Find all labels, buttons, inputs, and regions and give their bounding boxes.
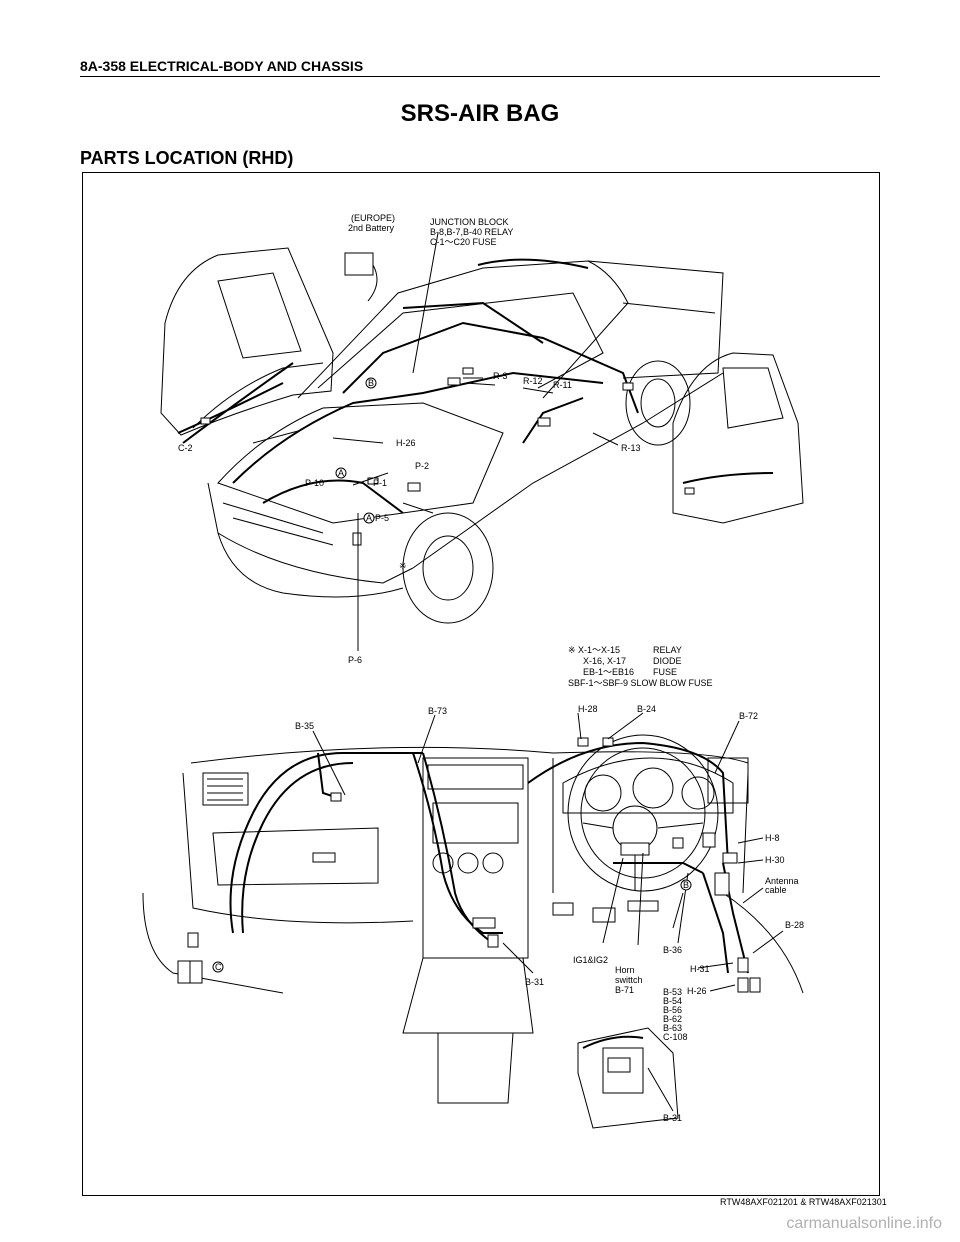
label-jb-fuse: C-1～C20 FUSE	[430, 237, 497, 247]
label-r13: R-13	[621, 443, 641, 453]
label-b24: B-24	[637, 704, 656, 714]
label-b56: B-56	[663, 1005, 682, 1015]
mark-a-1: A	[338, 468, 344, 478]
label-ig: IG1&IG2	[573, 955, 608, 965]
label-b53: B-53	[663, 987, 682, 997]
label-jb-relay: B-8,B-7,B-40 RELAY	[430, 227, 513, 237]
legend-slow-blow-fuse: SBF-1～SBF-9 SLOW BLOW FUSE	[568, 678, 713, 688]
label-b63: B-63	[663, 1023, 682, 1033]
label-b73: B-73	[428, 706, 447, 716]
legend-fuse-range: EB-1～EB16	[583, 667, 634, 677]
label-h28: H-28	[578, 704, 598, 714]
label-b54: B-54	[663, 996, 682, 1006]
wiring-diagram: (EUROPE) 2nd Battery JUNCTION BLOCK B-8,…	[142, 213, 804, 1129]
mark-b: B	[368, 378, 374, 388]
mark-b-2: B	[683, 880, 689, 890]
dashboard-illustration	[142, 712, 804, 1129]
label-junction-block: JUNCTION BLOCK	[430, 217, 509, 227]
parts-location-figure: (EUROPE) 2nd Battery JUNCTION BLOCK B-8,…	[82, 172, 880, 1196]
label-antenna-cable: cable	[765, 885, 787, 895]
label-p5: P-5	[375, 513, 389, 523]
label-r12: R-12	[523, 376, 543, 386]
header-rule	[80, 76, 880, 77]
label-r11: R-11	[553, 380, 572, 390]
label-horn-switch: swittch	[615, 975, 643, 985]
label-h8: H-8	[765, 833, 780, 843]
label-h26-b: H-26	[687, 986, 707, 996]
label-horn: Horn	[615, 965, 635, 975]
section-subtitle: PARTS LOCATION (RHD)	[80, 148, 294, 168]
relay-legend: ※ X-1～X-15 RELAY X-16, X-17 DIODE EB-1～E…	[568, 645, 713, 688]
label-b35: B-35	[295, 721, 314, 731]
label-p2: P-2	[415, 461, 429, 471]
ref-mark: ※	[399, 561, 407, 571]
label-b31-b: B-31	[663, 1113, 682, 1123]
legend-relay: RELAY	[653, 645, 682, 655]
label-b31-a: B-31	[525, 977, 544, 987]
label-b62: B-62	[663, 1014, 682, 1024]
label-p10: P-10	[305, 478, 324, 488]
legend-fuse: FUSE	[653, 667, 677, 677]
mark-c: C	[215, 962, 222, 972]
label-h30: H-30	[765, 855, 785, 865]
vehicle-illustration	[160, 232, 804, 651]
page-title: SRS-AIR BAG	[400, 100, 560, 127]
legend-diode-range: X-16, X-17	[583, 656, 626, 666]
label-2nd-battery: 2nd Battery	[348, 223, 395, 233]
figure-code: RTW48AXF021201 & RTW48AXF021301	[720, 1197, 887, 1207]
label-b36: B-36	[663, 945, 682, 955]
label-c108: C-108	[663, 1032, 688, 1042]
label-c2: C-2	[178, 443, 193, 453]
label-europe: (EUROPE)	[351, 213, 395, 223]
watermark[interactable]: carmanualsonline.info	[786, 1215, 942, 1232]
page-header: 8A-358 ELECTRICAL-BODY AND CHASSIS	[80, 58, 364, 74]
legend-relay-range: ※ X-1～X-15	[568, 645, 620, 655]
legend-diode: DIODE	[653, 656, 682, 666]
label-p6: P-6	[348, 655, 362, 665]
mark-a-2: A	[366, 513, 372, 523]
label-h31: H-31	[690, 964, 710, 974]
label-h26: H-26	[396, 438, 416, 448]
label-antenna: Antenna	[765, 876, 799, 886]
label-b28: B-28	[785, 920, 804, 930]
label-b72: B-72	[739, 711, 758, 721]
label-r3: R-3	[493, 371, 508, 381]
label-p1: P-1	[373, 478, 387, 488]
label-b71: B-71	[615, 985, 634, 995]
